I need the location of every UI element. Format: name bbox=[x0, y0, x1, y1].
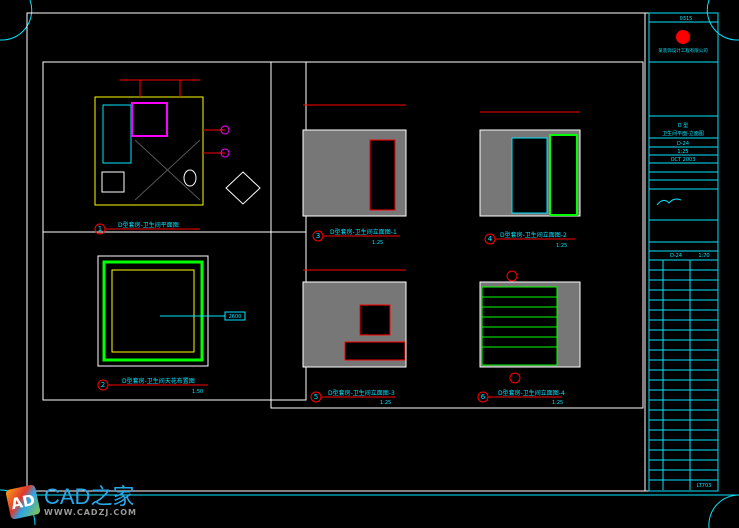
corner-arc bbox=[706, 0, 739, 41]
svg-text:2: 2 bbox=[101, 381, 105, 389]
svg-text:1:50: 1:50 bbox=[192, 389, 203, 395]
svg-text:D 型: D 型 bbox=[678, 122, 688, 129]
svg-text:D型套房-卫生间立面图-4: D型套房-卫生间立面图-4 bbox=[498, 389, 565, 397]
svg-text:D型套房-卫生间立面图-3: D型套房-卫生间立面图-3 bbox=[328, 389, 395, 397]
panel-left bbox=[42, 61, 307, 401]
svg-text:0315: 0315 bbox=[680, 16, 693, 22]
caption-3: 3 D型套房-卫生间立面图-1 1:25 bbox=[312, 228, 400, 246]
svg-text:D型套房-卫生间立面图-1: D型套房-卫生间立面图-1 bbox=[330, 228, 397, 236]
elevation-6 bbox=[479, 270, 581, 384]
caption-1: 1 D型套房-卫生间平面图 bbox=[94, 221, 200, 235]
svg-text:LT703: LT703 bbox=[697, 483, 712, 489]
sheet-border bbox=[26, 12, 719, 492]
title-block-frame bbox=[648, 12, 719, 492]
svg-text:3: 3 bbox=[316, 232, 320, 240]
svg-text:D型套房-卫生间天花布置图: D型套房-卫生间天花布置图 bbox=[122, 377, 195, 385]
svg-text:D-24: D-24 bbox=[677, 141, 689, 147]
svg-text:1:25: 1:25 bbox=[380, 400, 391, 406]
panel-right bbox=[270, 61, 644, 409]
svg-text:D型套房-卫生间平面图: D型套房-卫生间平面图 bbox=[118, 221, 179, 229]
caption-4: 4 D型套房-卫生间立面图-2 1:25 bbox=[484, 231, 575, 249]
elevation-3 bbox=[302, 104, 407, 217]
svg-text:1: 1 bbox=[98, 225, 102, 233]
caption-2: 2 D型套房-卫生间天花布置图 1:50 bbox=[97, 377, 208, 395]
svg-text:1:25: 1:25 bbox=[372, 240, 383, 246]
corner-arc bbox=[0, 0, 33, 41]
svg-text:D-24: D-24 bbox=[670, 253, 682, 259]
svg-text:6: 6 bbox=[481, 393, 486, 401]
elevation-4 bbox=[479, 111, 581, 217]
watermark-url: WWW.CADZJ.COM bbox=[44, 508, 138, 517]
elevation-5 bbox=[302, 269, 407, 368]
svg-text:OCT 2003: OCT 2003 bbox=[671, 157, 696, 163]
watermark-logo: AD CAD之家 WWW.CADZJ.COM bbox=[5, 483, 138, 520]
svg-text:4: 4 bbox=[488, 235, 493, 243]
company-logo-icon bbox=[676, 30, 690, 44]
svg-text:1:25: 1:25 bbox=[556, 243, 567, 249]
corner-arc bbox=[708, 494, 739, 528]
svg-text:1:25: 1:25 bbox=[552, 400, 563, 406]
caption-6: 6 D型套房-卫生间立面图-4 1:25 bbox=[477, 389, 565, 406]
cad-cube-icon: AD bbox=[5, 483, 41, 520]
signature-icon bbox=[656, 198, 682, 206]
plan-view bbox=[94, 79, 261, 206]
ceiling-height-tag: 2600 bbox=[229, 314, 242, 320]
ceiling-plan: 2600 bbox=[97, 255, 246, 367]
watermark-brand: CAD之家 bbox=[44, 484, 135, 509]
svg-text:D型套房-卫生间立面图-2: D型套房-卫生间立面图-2 bbox=[500, 231, 567, 239]
svg-text:1:25: 1:25 bbox=[677, 149, 688, 155]
svg-text:卫生间平面-立面图: 卫生间平面-立面图 bbox=[662, 130, 704, 137]
title-block: 0315 某装饰设计工程有限公司 D 型 卫生间平面-立面图 D-24 1:25… bbox=[649, 16, 718, 490]
caption-5: 5 D型套房-卫生间立面图-3 1:25 bbox=[310, 389, 395, 406]
svg-text:某装饰设计工程有限公司: 某装饰设计工程有限公司 bbox=[658, 47, 708, 54]
svg-text:1:70: 1:70 bbox=[698, 253, 709, 259]
svg-text:5: 5 bbox=[314, 393, 318, 401]
